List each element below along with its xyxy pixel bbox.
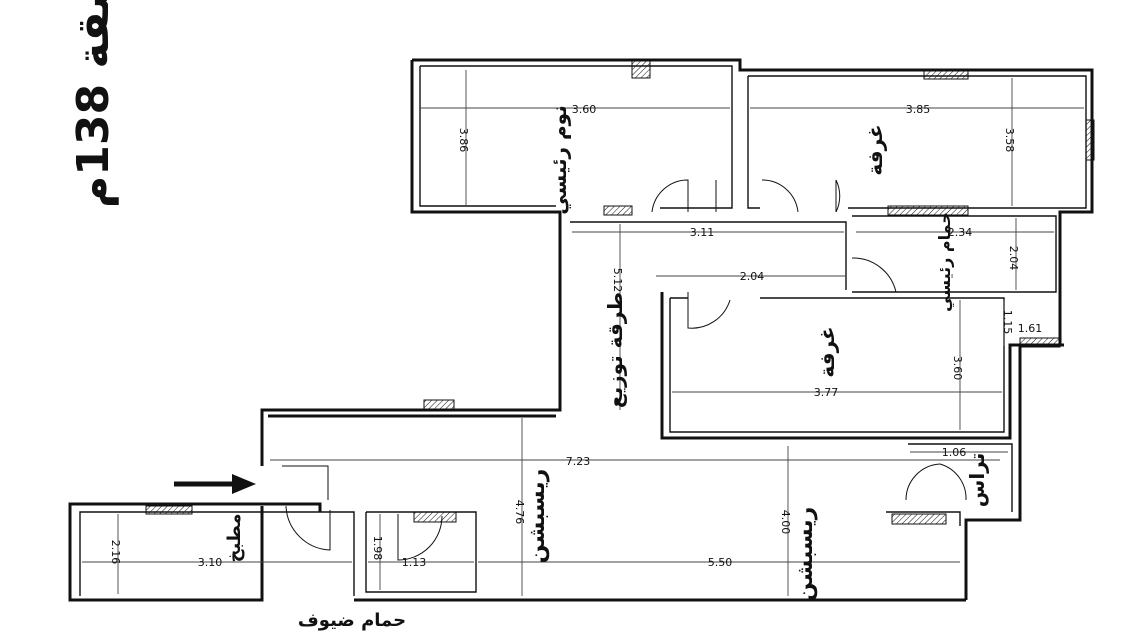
- dim-small-b: 1.61: [1018, 322, 1043, 335]
- entry-arrow-icon: [174, 474, 256, 494]
- dim-room-mid-height: 3.60: [951, 356, 964, 381]
- dim-master-width: 3.60: [572, 103, 597, 116]
- room-reception-1: ريسبشن: [525, 469, 550, 563]
- room-kitchen: مطبخ: [224, 514, 245, 563]
- doors: [282, 179, 967, 561]
- dim-reception2-height: 4.00: [779, 510, 792, 535]
- dim-terrace-width: 1.06: [942, 446, 967, 459]
- dim-room-top-width: 3.85: [906, 103, 931, 116]
- dim-corridor-width: 2.04: [740, 270, 765, 283]
- dim-bath-height: 2.04: [1007, 246, 1020, 271]
- room-top-bedroom: غرفة: [863, 124, 887, 175]
- dim-bath-width: 2.34: [948, 226, 973, 239]
- dim-kitchen-height: 2.16: [109, 540, 122, 565]
- room-reception-2: ريسبشن: [793, 507, 818, 601]
- dim-reception2-width: 5.50: [708, 556, 733, 569]
- room-guest-bath: حمام ضيوف: [298, 610, 406, 631]
- room-terrace: تراس: [965, 453, 989, 507]
- dim-master-height: 3.86: [457, 128, 470, 153]
- room-distribution-hall: طرقة توزيع: [603, 292, 627, 408]
- dimension-lines: [82, 70, 1084, 596]
- windows: [145, 59, 1095, 525]
- dim-guest-bath-width: 1.13: [402, 556, 427, 569]
- dim-room-top-height: 3.58: [1003, 128, 1016, 153]
- dim-kitchen-width: 3.10: [198, 556, 223, 569]
- plan-title: الشقة 138م: [68, 0, 119, 208]
- room-master-bedroom: نوم رئيسي: [547, 105, 572, 214]
- dim-small-a: 1.15: [1001, 310, 1014, 335]
- dim-reception-width: 7.23: [566, 455, 591, 468]
- room-middle-bedroom: غرفة: [815, 326, 839, 377]
- room-master-bath: حمام رئيسي: [935, 212, 955, 312]
- dim-hall-height: 5.12: [611, 268, 624, 293]
- dim-reception-height: 4.76: [513, 500, 526, 525]
- dim-hall-width: 3.11: [690, 226, 715, 239]
- dim-guest-bath-height: 1.98: [371, 536, 384, 561]
- dim-room-mid-width: 3.77: [814, 386, 839, 399]
